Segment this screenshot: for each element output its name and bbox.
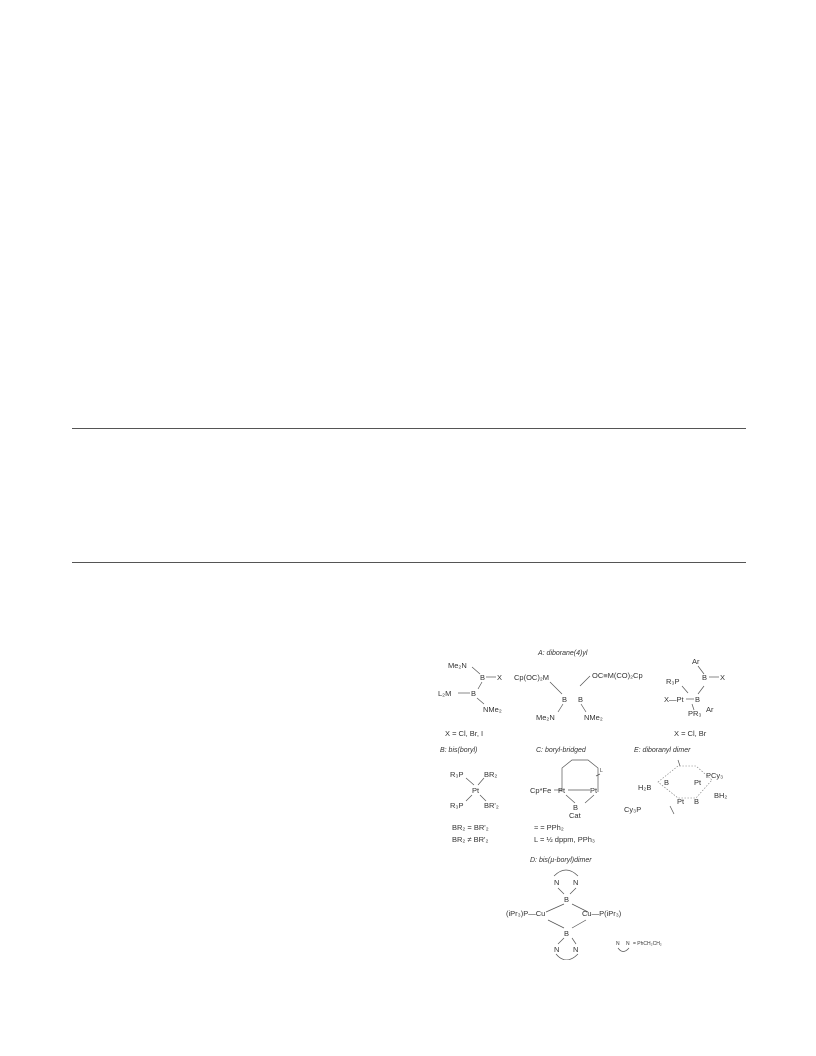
panel-a-note-right: X = Cl, Br [674, 729, 707, 738]
structure-a2: Cp(OC)₂M B Me₂N B NMe₂ OC≡M(CO)₂Cp [514, 671, 643, 722]
svg-text:Pt: Pt [590, 786, 598, 795]
chemical-scheme-figure: A: diborane(4)yl Me₂N B X L₂M B NMe₂ Cp(… [438, 650, 727, 960]
panel-b-note-1: BR₂ = BR'₂ [452, 823, 489, 832]
bottom-rule [72, 562, 746, 563]
svg-text:N: N [573, 945, 578, 954]
panel-c-note-2: L = ½ dppm, PPh₃ [534, 835, 595, 844]
svg-text:N: N [573, 878, 578, 887]
svg-text:N: N [554, 945, 559, 954]
svg-text:Me₂N: Me₂N [448, 661, 467, 670]
svg-text:Pt: Pt [472, 786, 480, 795]
svg-text:NMe₂: NMe₂ [584, 713, 603, 722]
panel-d-legend: = PhCH₂CH₂ [633, 941, 662, 947]
svg-text:BH₂: BH₂ [714, 791, 727, 800]
panel-c-note-1: ≈ = PPh₂ [534, 823, 564, 832]
structure-a3: Ar B X R₃P X—Pt B PR₃ Ar [664, 657, 725, 718]
svg-text:Pt: Pt [677, 797, 685, 806]
svg-text:B: B [573, 803, 578, 812]
panel-a-note-left: X = Cl, Br, I [445, 729, 483, 738]
svg-text:N: N [554, 878, 559, 887]
svg-text:Pt: Pt [558, 786, 566, 795]
svg-text:B: B [694, 797, 699, 806]
svg-text:Cat: Cat [569, 811, 582, 820]
svg-text:R₃P: R₃P [666, 677, 679, 686]
structure-d-legend: N N = PhCH₂CH₂ [616, 941, 662, 952]
svg-text:B: B [702, 673, 707, 682]
svg-text:H₂B: H₂B [638, 783, 651, 792]
svg-text:B: B [562, 695, 567, 704]
panel-e-title: E: diboranyl dimer [634, 747, 691, 754]
svg-text:Cp*Fe: Cp*Fe [530, 786, 551, 795]
svg-text:Cu—P(iPr₃): Cu—P(iPr₃) [582, 909, 622, 918]
svg-text:R₃P: R₃P [450, 770, 463, 779]
svg-text:N: N [616, 941, 620, 947]
svg-text:L₂M: L₂M [438, 689, 451, 698]
svg-text:OC≡M(CO)₂Cp: OC≡M(CO)₂Cp [592, 671, 643, 680]
svg-text:BR'₂: BR'₂ [484, 801, 499, 810]
structure-e: H₂B B Pt PCy₃ Pt B BH₂ Cy₃P [624, 759, 727, 815]
svg-text:Ar: Ar [692, 657, 700, 666]
panel-b-note-2: BR₂ ≠ BR'₂ [452, 835, 488, 844]
svg-text:B: B [664, 778, 669, 787]
svg-text:PCy₃: PCy₃ [706, 771, 723, 780]
svg-text:BR₂: BR₂ [484, 770, 497, 779]
svg-text:R₃P: R₃P [450, 801, 463, 810]
svg-text:B: B [564, 895, 569, 904]
panel-b-title: B: bis(boryl) [440, 747, 477, 754]
structure-b: R₃P BR₂ Pt R₃P BR'₂ [450, 770, 499, 810]
svg-text:Cy₃P: Cy₃P [624, 805, 641, 814]
svg-text:N: N [626, 941, 630, 947]
svg-text:NMe₂: NMe₂ [483, 705, 502, 714]
svg-text:Pt: Pt [694, 778, 702, 787]
svg-text:X: X [497, 673, 502, 682]
svg-text:L: L [600, 768, 603, 774]
svg-text:B: B [564, 929, 569, 938]
structure-c: Cp*Fe Pt Pt L B Cat [530, 759, 603, 820]
svg-text:B: B [578, 695, 583, 704]
svg-text:B: B [471, 689, 476, 698]
svg-text:B: B [480, 673, 485, 682]
svg-text:Cp(OC)₂M: Cp(OC)₂M [514, 673, 549, 682]
svg-text:PR₃: PR₃ [688, 709, 701, 718]
panel-c-title: C: boryl-bridged [536, 747, 587, 754]
svg-text:(iPr₃)P—Cu: (iPr₃)P—Cu [506, 909, 545, 918]
svg-text:X—Pt: X—Pt [664, 695, 685, 704]
svg-text:Ar: Ar [706, 705, 714, 714]
structure-a1: Me₂N B X L₂M B NMe₂ [438, 661, 502, 714]
panel-a-title: A: diborane(4)yl [537, 650, 588, 657]
top-rule [72, 428, 746, 429]
structure-d: N N B (iPr₃)P—Cu Cu—P(iPr₃) B N N [506, 869, 622, 960]
svg-text:B: B [695, 695, 700, 704]
svg-text:Me₂N: Me₂N [536, 713, 555, 722]
svg-text:X: X [720, 673, 725, 682]
panel-d-title: D: bis(µ-boryl)dimer [530, 857, 592, 864]
